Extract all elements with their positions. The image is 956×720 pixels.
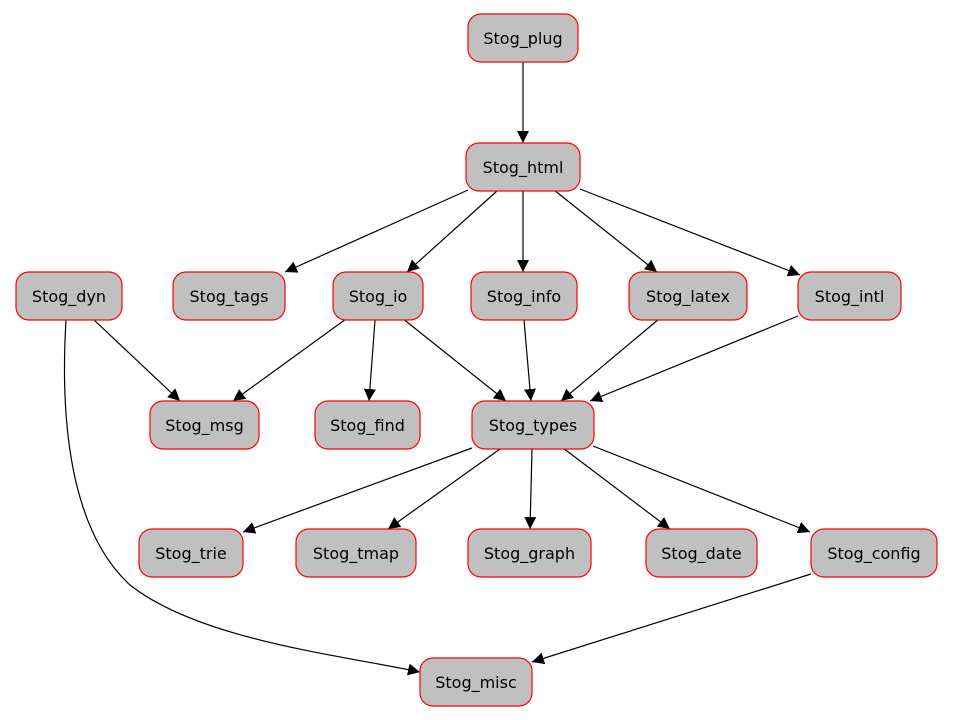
edge-html-latex: [553, 189, 658, 273]
node-label: Stog_html: [483, 158, 564, 178]
edge-html-io: [406, 190, 498, 273]
node-box: [471, 400, 595, 450]
node-info: Stog_info: [470, 271, 578, 321]
node-box: [797, 271, 902, 321]
edge-dyn-misc: [63, 319, 421, 676]
node-label: Stog_msg: [165, 416, 243, 436]
edges-layer: [63, 62, 812, 676]
node-label: Stog_types: [489, 416, 577, 436]
node-box: [332, 271, 424, 321]
edge-html-tags: [284, 189, 469, 273]
node-msg: Stog_msg: [149, 400, 260, 450]
node-box: [149, 400, 260, 450]
node-box: [470, 271, 578, 321]
node-box: [628, 271, 748, 321]
node-label: Stog_io: [349, 287, 408, 307]
edge-config-misc: [531, 573, 812, 665]
node-box: [138, 528, 244, 578]
edge-types-tmap: [387, 448, 501, 530]
node-label: Stog_find: [330, 416, 405, 436]
node-box: [465, 142, 581, 192]
node-box: [172, 271, 286, 321]
node-latex: Stog_latex: [628, 271, 748, 321]
node-intl: Stog_intl: [797, 271, 902, 321]
edge-types-config: [592, 445, 811, 534]
node-box: [314, 400, 421, 450]
node-box: [810, 528, 938, 578]
node-label: Stog_info: [487, 287, 561, 307]
node-tmap: Stog_tmap: [295, 528, 417, 578]
node-graph: Stog_graph: [467, 528, 592, 578]
node-types: Stog_types: [471, 400, 595, 450]
node-label: Stog_date: [661, 544, 741, 564]
edge-html-intl: [579, 188, 801, 277]
node-label: Stog_intl: [815, 287, 885, 307]
node-box: [15, 271, 123, 321]
node-box: [645, 528, 758, 578]
edge-types-graph: [524, 448, 537, 530]
edge-io-msg: [232, 318, 347, 402]
node-box: [295, 528, 417, 578]
node-label: Stog_misc: [435, 673, 517, 693]
node-dyn: Stog_dyn: [15, 271, 123, 321]
node-label: Stog_trie: [155, 544, 227, 564]
node-misc: Stog_misc: [419, 657, 533, 707]
node-io: Stog_io: [332, 271, 424, 321]
node-find: Stog_find: [314, 400, 421, 450]
edge-intl-types: [589, 315, 799, 403]
edge-types-trie: [242, 447, 473, 534]
node-html: Stog_html: [465, 142, 581, 192]
edge-dyn-msg: [92, 318, 181, 402]
edge-io-types: [401, 317, 507, 402]
node-label: Stog_config: [827, 544, 920, 564]
node-label: Stog_latex: [646, 287, 730, 307]
node-plug: Stog_plug: [467, 13, 579, 63]
node-tags: Stog_tags: [172, 271, 286, 321]
node-box: [419, 657, 533, 707]
edge-info-types: [523, 319, 536, 402]
node-date: Stog_date: [645, 528, 758, 578]
node-label: Stog_tags: [190, 287, 269, 307]
node-label: Stog_graph: [484, 544, 575, 564]
edge-io-find: [363, 319, 376, 402]
node-label: Stog_tmap: [313, 544, 399, 564]
edge-latex-types: [560, 318, 660, 402]
node-box: [467, 528, 592, 578]
node-box: [467, 13, 579, 63]
node-trie: Stog_trie: [138, 528, 244, 578]
node-config: Stog_config: [810, 528, 938, 578]
edge-types-date: [562, 447, 671, 530]
node-label: Stog_plug: [483, 29, 562, 49]
node-label: Stog_dyn: [32, 287, 106, 307]
